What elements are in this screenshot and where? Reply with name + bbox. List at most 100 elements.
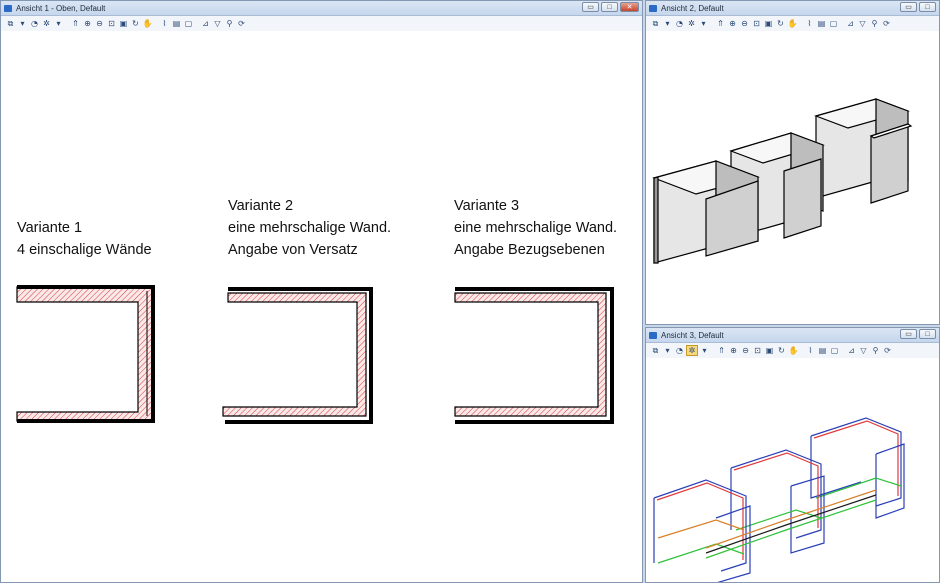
zoom-out-icon[interactable]: ⊖ bbox=[741, 19, 748, 28]
pan-icon[interactable]: ⇑ bbox=[717, 19, 724, 28]
light-icon[interactable]: ✲ bbox=[43, 19, 50, 28]
maximize-button[interactable]: □ bbox=[601, 2, 618, 12]
refresh-icon[interactable]: ⟳ bbox=[884, 346, 891, 355]
light-icon[interactable]: ✲ bbox=[686, 345, 698, 356]
variant2-wall-plan bbox=[222, 287, 373, 424]
zoom-in-icon[interactable]: ⊕ bbox=[84, 19, 91, 28]
rotate-icon[interactable]: ↻ bbox=[778, 346, 785, 355]
view-select-icon[interactable]: ⧉ bbox=[652, 18, 659, 28]
dropdown-icon[interactable]: ▾ bbox=[56, 19, 61, 28]
fit-view-icon[interactable]: ▣ bbox=[765, 346, 774, 355]
filter-icon[interactable]: ▽ bbox=[860, 346, 867, 355]
toolbar-separator bbox=[195, 18, 199, 29]
zoom-extents-icon[interactable]: ⚲ bbox=[872, 346, 879, 355]
render-mode-icon[interactable]: ◔ bbox=[676, 346, 683, 355]
walk-icon[interactable]: ✋ bbox=[142, 19, 153, 28]
toolbar-separator bbox=[841, 345, 845, 356]
dropdown-icon[interactable]: ▾ bbox=[702, 346, 707, 355]
fit-view-icon[interactable]: ▣ bbox=[119, 19, 128, 28]
zoom-window-icon[interactable]: ⊡ bbox=[754, 346, 761, 355]
view2-window[interactable]: Ansicht 2, Default ▭ □ ⧉ ▾ ◔ ✲ ▾ ⇑ ⊕ ⊖ ⊡ ▣ ↻✋ ⌇ ▤▢ ⊿ ▽… bbox=[645, 0, 940, 325]
view1-window[interactable]: Ansicht 1 - Oben, Default ▭ □ ✕ ⧉ ▾ ◔ ✲ ▾ ⇑ ⊕ ⊖… bbox=[0, 0, 643, 583]
close-button[interactable]: ✕ bbox=[620, 2, 639, 12]
dropdown-icon[interactable]: ▾ bbox=[665, 19, 670, 28]
clip-icon[interactable]: ⊿ bbox=[202, 19, 209, 28]
filter-icon[interactable]: ▽ bbox=[859, 19, 866, 28]
light-icon[interactable]: ✲ bbox=[688, 19, 695, 28]
footprints-icon[interactable]: ⌇ bbox=[808, 346, 813, 355]
toolbar-separator bbox=[799, 18, 803, 29]
render-mode-icon[interactable]: ◔ bbox=[31, 19, 38, 28]
app-icon bbox=[649, 4, 657, 12]
walk-icon[interactable]: ✋ bbox=[788, 346, 799, 355]
clip-icon[interactable]: ⊿ bbox=[848, 346, 855, 355]
variant3-line1: eine mehrschalige Wand. bbox=[454, 220, 618, 236]
rotate-icon[interactable]: ↻ bbox=[777, 19, 784, 28]
footprints-icon[interactable]: ⌇ bbox=[807, 19, 812, 28]
refresh-icon[interactable]: ⟳ bbox=[883, 19, 890, 28]
minimize-button[interactable]: ▭ bbox=[582, 2, 599, 12]
variant1-heading: Variante 1 bbox=[17, 220, 83, 236]
camera-icon[interactable]: ▤ bbox=[172, 19, 181, 28]
plan-drawing bbox=[16, 285, 614, 424]
view3-window[interactable]: Ansicht 3, Default ▭ □ ⧉ ▾ ◔✲ ▾ ⇑ ⊕ ⊖ ⊡ ▣ ↻✋ ⌇ ▤▢ ⊿ ▽… bbox=[645, 327, 940, 583]
minimize-button[interactable]: ▭ bbox=[900, 2, 917, 12]
view-select-icon[interactable]: ⧉ bbox=[652, 345, 659, 355]
pan-icon[interactable]: ⇑ bbox=[718, 346, 725, 355]
rotate-icon[interactable]: ↻ bbox=[132, 19, 139, 28]
toolbar-separator bbox=[154, 18, 158, 29]
window-icon[interactable]: ▢ bbox=[184, 19, 193, 28]
toolbar-separator bbox=[65, 18, 69, 29]
app-icon bbox=[649, 331, 657, 339]
window-icon[interactable]: ▢ bbox=[829, 19, 838, 28]
zoom-in-icon[interactable]: ⊕ bbox=[730, 346, 737, 355]
minimize-button[interactable]: ▭ bbox=[900, 329, 917, 339]
maximize-button[interactable]: □ bbox=[919, 329, 936, 339]
toolbar-separator bbox=[840, 18, 844, 29]
refresh-icon[interactable]: ⟳ bbox=[238, 19, 245, 28]
variant3-wall-plan bbox=[454, 287, 614, 424]
variant3-line2: Angabe Bezugsebenen bbox=[454, 242, 605, 258]
zoom-extents-icon[interactable]: ⚲ bbox=[871, 19, 878, 28]
variant1-line1: 4 einschalige Wände bbox=[17, 242, 152, 258]
view3-titlebar[interactable]: Ansicht 3, Default ▭ □ bbox=[646, 328, 939, 343]
view-select-icon[interactable]: ⧉ bbox=[7, 18, 14, 28]
window-icon[interactable]: ▢ bbox=[830, 346, 839, 355]
walk-icon[interactable]: ✋ bbox=[787, 19, 798, 28]
pan-icon[interactable]: ⇑ bbox=[72, 19, 79, 28]
view3-title: Ansicht 3, Default bbox=[661, 330, 724, 340]
app-icon bbox=[4, 4, 12, 12]
zoom-out-icon[interactable]: ⊖ bbox=[742, 346, 749, 355]
maximize-button[interactable]: □ bbox=[919, 2, 936, 12]
dropdown-icon[interactable]: ▾ bbox=[701, 19, 706, 28]
toolbar-separator bbox=[800, 345, 804, 356]
view2-titlebar[interactable]: Ansicht 2, Default ▭ □ bbox=[646, 1, 939, 16]
view1-titlebar[interactable]: Ansicht 1 - Oben, Default ▭ □ ✕ bbox=[1, 1, 642, 16]
plan-canvas[interactable]: Variante 1 4 einschalige Wände Variante … bbox=[1, 31, 642, 582]
view1-title: Ansicht 1 - Oben, Default bbox=[16, 3, 106, 13]
wireframe-3d-canvas[interactable] bbox=[646, 358, 939, 582]
view2-toolbar: ⧉ ▾ ◔ ✲ ▾ ⇑ ⊕ ⊖ ⊡ ▣ ↻✋ ⌇ ▤▢ ⊿ ▽ ⚲ ⟳ bbox=[646, 16, 939, 32]
shaded-3d-canvas[interactable] bbox=[646, 31, 939, 324]
clip-icon[interactable]: ⊿ bbox=[847, 19, 854, 28]
variant3-heading: Variante 3 bbox=[454, 198, 520, 214]
variant2-line2: Angabe von Versatz bbox=[228, 242, 358, 258]
zoom-in-icon[interactable]: ⊕ bbox=[729, 19, 736, 28]
filter-icon[interactable]: ▽ bbox=[214, 19, 221, 28]
view1-toolbar: ⧉ ▾ ◔ ✲ ▾ ⇑ ⊕ ⊖ ⊡ ▣ ↻✋ ⌇ ▤▢ ⊿ ▽ ⚲ ⟳ bbox=[1, 16, 642, 32]
view3-toolbar: ⧉ ▾ ◔✲ ▾ ⇑ ⊕ ⊖ ⊡ ▣ ↻✋ ⌇ ▤▢ ⊿ ▽ ⚲ ⟳ bbox=[646, 343, 939, 359]
render-mode-icon[interactable]: ◔ bbox=[676, 19, 683, 28]
variant2-line1: eine mehrschalige Wand. bbox=[228, 220, 392, 236]
variant2-heading: Variante 2 bbox=[228, 198, 294, 214]
variant1-wall-plan bbox=[16, 285, 155, 423]
zoom-out-icon[interactable]: ⊖ bbox=[96, 19, 103, 28]
footprints-icon[interactable]: ⌇ bbox=[162, 19, 167, 28]
fit-view-icon[interactable]: ▣ bbox=[764, 19, 773, 28]
camera-icon[interactable]: ▤ bbox=[818, 346, 827, 355]
dropdown-icon[interactable]: ▾ bbox=[20, 19, 25, 28]
zoom-extents-icon[interactable]: ⚲ bbox=[226, 19, 233, 28]
camera-icon[interactable]: ▤ bbox=[817, 19, 826, 28]
dropdown-icon[interactable]: ▾ bbox=[665, 346, 670, 355]
zoom-window-icon[interactable]: ⊡ bbox=[753, 19, 760, 28]
zoom-window-icon[interactable]: ⊡ bbox=[108, 19, 115, 28]
